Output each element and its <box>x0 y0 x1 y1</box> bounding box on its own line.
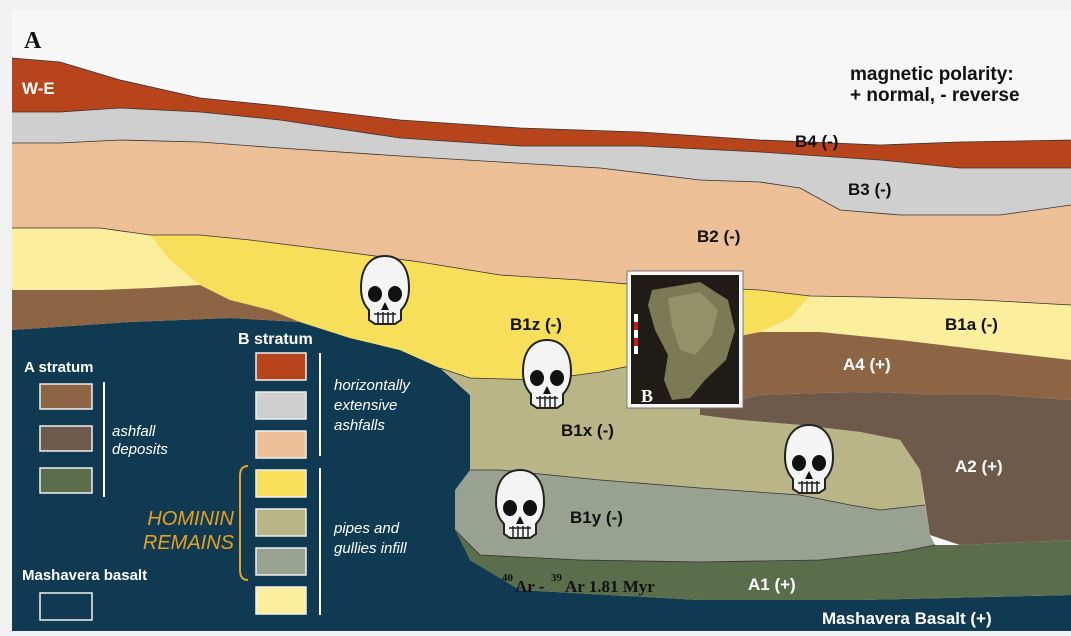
legend-swatch-b1z <box>256 470 306 497</box>
dating-text-2: Ar 1.81 Myr <box>565 577 655 596</box>
layer-label-b3: B3 (-) <box>848 180 891 199</box>
legend-swatch-a4 <box>40 384 92 409</box>
legend-horiz-line3: ashfalls <box>334 417 385 434</box>
layer-label-b1a: B1a (-) <box>945 315 998 334</box>
legend-basalt-title: Mashavera basalt <box>22 567 147 584</box>
inset-photo: B <box>627 271 743 408</box>
skull-icon <box>361 256 409 324</box>
legend-ashfall-line1: ashfall <box>112 423 156 440</box>
legend-swatch-b1x <box>256 509 306 536</box>
layer-label-basalt: Mashavera Basalt (+) <box>822 609 992 628</box>
legend-horiz-line1: horizontally <box>334 377 411 394</box>
layer-label-a1: A1 (+) <box>748 575 796 594</box>
layer-label-a2: A2 (+) <box>955 457 1003 476</box>
legend-pipes-line1: pipes and <box>333 520 400 537</box>
dating-sup-39: 39 <box>551 572 563 584</box>
legend-swatch-b1y <box>256 548 306 575</box>
legend-pipes-line2: gullies infill <box>334 540 407 557</box>
dating-text-1: Ar - <box>515 577 545 596</box>
legend-swatch-basalt <box>40 593 92 620</box>
legend-swatch-a1 <box>40 468 92 493</box>
legend-swatch-a2 <box>40 426 92 451</box>
panel-label: A <box>24 28 42 54</box>
legend-swatch-b2 <box>256 431 306 458</box>
legend-swatch-b4 <box>256 353 306 380</box>
skull-icon <box>496 470 544 538</box>
legend-hominin-line1: HOMININ <box>147 508 234 530</box>
legend-horiz-line2: extensive <box>334 397 397 414</box>
inset-label: B <box>641 386 653 406</box>
legend-b-stratum-title: B stratum <box>238 331 313 348</box>
polarity-title: magnetic polarity: <box>850 64 1014 85</box>
legend-ashfall-line2: deposits <box>112 441 168 458</box>
legend-swatch-b1a <box>256 587 306 614</box>
dating-sup-40: 40 <box>502 572 514 584</box>
legend-hominin-line2: REMAINS <box>143 532 235 554</box>
polarity-key: + normal, - reverse <box>850 85 1020 106</box>
layer-label-b4: B4 (-) <box>795 132 838 151</box>
layer-label-b2: B2 (-) <box>697 227 740 246</box>
layer-label-b1y: B1y (-) <box>570 508 623 527</box>
legend-a-stratum-title: A stratum <box>24 359 93 376</box>
layer-label-a4: A4 (+) <box>843 355 891 374</box>
legend-swatch-b3 <box>256 392 306 419</box>
skull-icon <box>523 340 571 408</box>
section-orientation-label: W-E <box>22 79 55 98</box>
skull-icon <box>785 425 833 493</box>
layer-label-b1z: B1z (-) <box>510 315 562 334</box>
layer-label-b1x: B1x (-) <box>561 421 614 440</box>
